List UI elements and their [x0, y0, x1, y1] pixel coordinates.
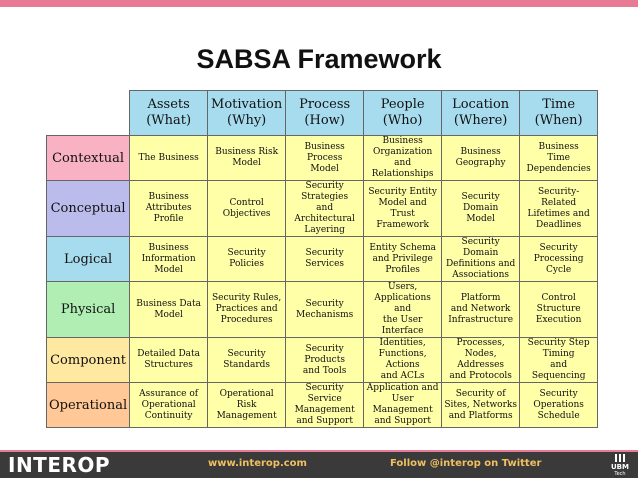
cell-conceptual-motivation: Control Objectives — [207, 180, 287, 237]
cell-conceptual-assets: Business Attributes Profile — [129, 180, 209, 237]
cell-conceptual-location: Security Domain Model — [441, 180, 521, 237]
cell-contextual-time: Business Time Dependencies — [519, 135, 599, 181]
cell-conceptual-people: Security Entity Model and Trust Framewor… — [363, 180, 443, 237]
row-header-logical: Logical — [45, 236, 131, 282]
cell-contextual-assets: The Business — [129, 135, 209, 181]
footer-accent-rule — [0, 450, 638, 452]
cell-component-location: Processes, Nodes, Addresses and Protocol… — [441, 337, 521, 383]
row-operational: Operational Assurance of Operational Con… — [45, 382, 599, 428]
cell-operational-process: Security Service Management and Support — [285, 382, 365, 428]
row-component: Component Detailed Data Structures Secur… — [45, 337, 599, 383]
cell-conceptual-time: Security-Related Lifetimes and Deadlines — [519, 180, 599, 237]
cell-logical-time: Security Processing Cycle — [519, 236, 599, 282]
row-header-contextual: Contextual — [45, 135, 131, 181]
cell-operational-time: Security Operations Schedule — [519, 382, 599, 428]
column-header-people: People (Who) — [363, 90, 443, 136]
row-header-component: Component — [45, 337, 131, 383]
cell-component-assets: Detailed Data Structures — [129, 337, 209, 383]
cell-component-process: Security Products and Tools — [285, 337, 365, 383]
cell-component-motivation: Security Standards — [207, 337, 287, 383]
cell-physical-time: Control Structure Execution — [519, 281, 599, 338]
cell-operational-motivation: Operational Risk Management — [207, 382, 287, 428]
cell-contextual-people: Business Organization and Relationships — [363, 135, 443, 181]
slide-title: SABSA Framework — [196, 44, 442, 74]
cell-conceptual-process: Security Strategies and Architectural La… — [285, 180, 365, 237]
cell-physical-process: Security Mechanisms — [285, 281, 365, 338]
cell-operational-location: Security of Sites, Networks and Platform… — [441, 382, 521, 428]
matrix-corner — [46, 90, 130, 136]
ubm-logo-text: UBM — [611, 463, 629, 471]
row-header-conceptual: Conceptual — [45, 180, 131, 237]
cell-contextual-process: Business Process Model — [285, 135, 365, 181]
ubm-logo-subtext: Tech — [614, 471, 626, 477]
column-header-motivation: Motivation (Why) — [207, 90, 287, 136]
interop-logo: INTEROP — [8, 453, 111, 477]
cell-operational-assets: Assurance of Operational Continuity — [129, 382, 209, 428]
row-contextual: Contextual The Business Business Risk Mo… — [45, 135, 599, 181]
cell-contextual-location: Business Geography — [441, 135, 521, 181]
cell-contextual-motivation: Business Risk Model — [207, 135, 287, 181]
cell-component-time: Security Step Timing and Sequencing — [519, 337, 599, 383]
cell-operational-people: Application and User Management and Supp… — [363, 382, 443, 428]
cell-logical-assets: Business Information Model — [129, 236, 209, 282]
row-logical: Logical Business Information Model Secur… — [45, 236, 599, 282]
column-header-process: Process (How) — [285, 90, 365, 136]
cell-component-people: Identities, Functions, Actions and ACLs — [363, 337, 443, 383]
column-header-location: Location (Where) — [441, 90, 521, 136]
row-header-operational: Operational — [45, 382, 131, 428]
ubm-logo: UBM Tech — [606, 453, 634, 477]
cell-logical-location: Security Domain Definitions and Associat… — [441, 236, 521, 282]
cell-logical-process: Security Services — [285, 236, 365, 282]
column-header-time: Time (When) — [519, 90, 599, 136]
footer-bar: INTEROP www.interop.com Follow @interop … — [0, 450, 638, 478]
row-physical: Physical Business Data Model Security Ru… — [45, 281, 599, 338]
cell-physical-assets: Business Data Model — [129, 281, 209, 338]
twitter-follow-text: Follow @interop on Twitter — [390, 458, 542, 469]
cell-logical-motivation: Security Policies — [207, 236, 287, 282]
row-conceptual: Conceptual Business Attributes Profile C… — [45, 180, 599, 237]
sabsa-matrix: Assets (What) Motivation (Why) Process (… — [45, 90, 599, 428]
website-link[interactable]: www.interop.com — [208, 458, 307, 469]
cell-physical-motivation: Security Rules, Practices and Procedures — [207, 281, 287, 338]
column-header-assets: Assets (What) — [129, 90, 209, 136]
top-accent-bar — [0, 0, 638, 7]
row-header-physical: Physical — [45, 281, 131, 338]
cell-physical-people: Users, Applications and the User Interfa… — [363, 281, 443, 338]
cell-physical-location: Platform and Network Infrastructure — [441, 281, 521, 338]
cell-logical-people: Entity Schema and Privilege Profiles — [363, 236, 443, 282]
ubm-mark-icon — [615, 454, 625, 462]
